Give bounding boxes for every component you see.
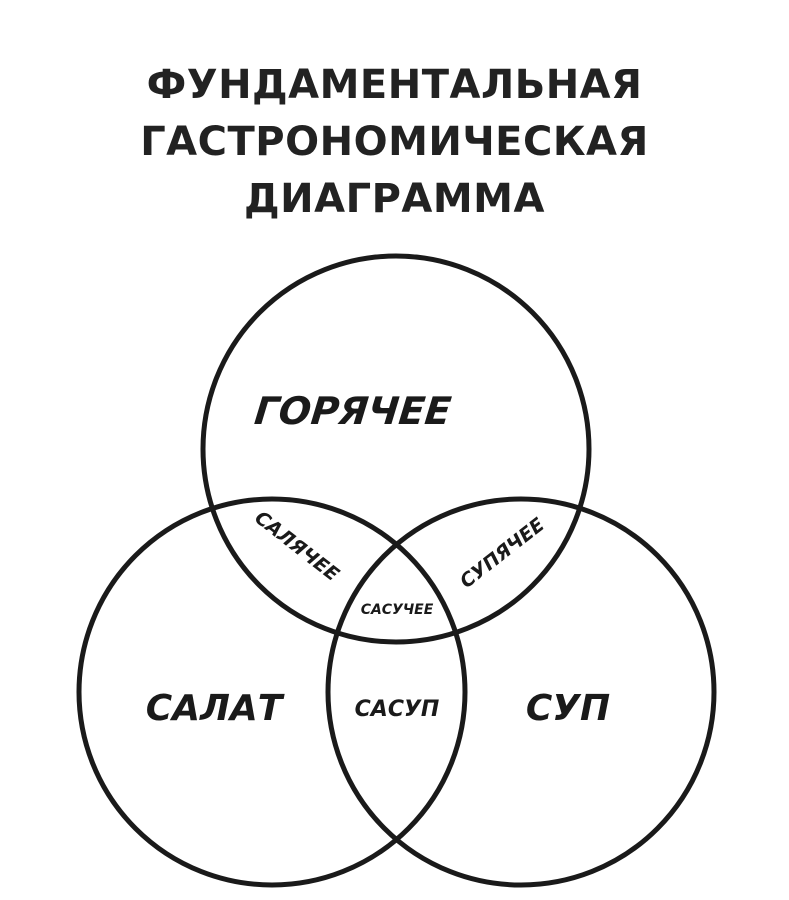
label-soup: СУП [526,688,610,729]
title-line-2: ГАСТРОНОМИЧЕСКАЯ [140,118,649,165]
label-salad: САЛАТ [146,688,285,729]
label-salad-hot: САЛЯЧЕЕ [250,507,343,586]
label-salad-soup: САСУП [355,697,440,722]
circle-hot [200,253,592,645]
diagram-title: ФУНДАМЕНТАЛЬНАЯ ГАСТРОНОМИЧЕСКАЯ ДИАГРАМ… [0,57,789,228]
circle-salad [76,496,468,888]
title-line-3: ДИАГРАММА [244,175,545,222]
circle-soup [325,496,717,888]
label-hot: ГОРЯЧЕЕ [252,389,453,433]
title-line-1: ФУНДАМЕНТАЛЬНАЯ [146,61,643,108]
label-all: САСУЧЕЕ [361,602,434,618]
